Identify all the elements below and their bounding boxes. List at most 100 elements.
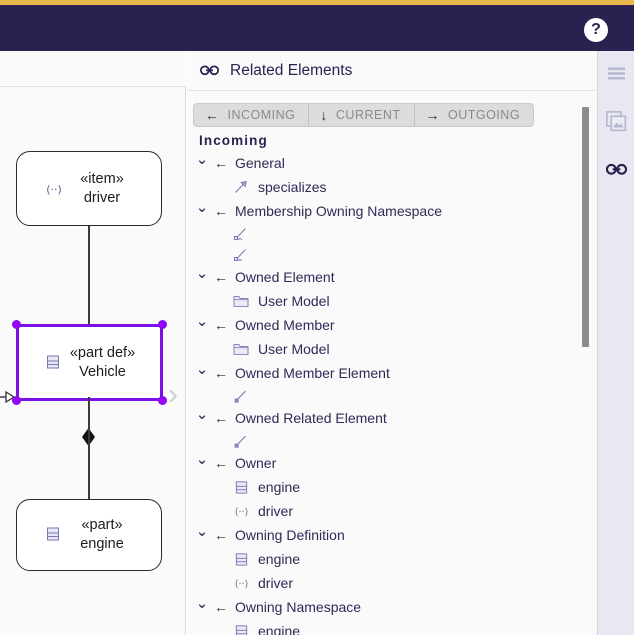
arrow-left-icon: ← <box>214 317 228 333</box>
chevron-down-icon[interactable]: ⌄ <box>195 312 209 330</box>
selection-edge-top <box>17 324 162 327</box>
chevron-down-icon[interactable]: ⌄ <box>195 264 209 282</box>
diagram-node-vehicle[interactable]: «part def» Vehicle <box>12 320 167 405</box>
node-name: Vehicle <box>79 363 126 380</box>
direction-tab-group: ← INCOMING ↓ CURRENT → OUTGOING <box>193 103 535 127</box>
tab-current-label: CURRENT <box>335 108 401 122</box>
diagram-node-driver-text: «item» driver <box>17 170 161 208</box>
tree-child-row[interactable]: specializes <box>193 175 597 199</box>
selection-edge-right <box>160 325 163 400</box>
folder-icon <box>231 342 251 356</box>
tree-group-label: Owned Member <box>235 317 335 333</box>
chevron-down-icon[interactable]: ⌄ <box>195 360 209 378</box>
membership-icon <box>231 247 251 263</box>
arrow-left-icon: ← <box>214 269 228 285</box>
tree-group-label: Owned Member Element <box>235 365 390 381</box>
node-name: driver <box>83 189 121 206</box>
tree-group-row[interactable]: ⌄ ← General <box>193 151 597 175</box>
tree-body: Incoming ⌄ ← General specializes ⌄←Membershi… <box>187 127 597 635</box>
related-elements-panel: Related Elements ← INCOMING ↓ CURRENT → … <box>187 51 598 635</box>
chevron-down-icon[interactable]: ⌄ <box>195 150 209 168</box>
connector-driver-vehicle <box>88 226 90 330</box>
specializes-icon <box>231 179 251 195</box>
arrow-left-icon: ← <box>214 365 228 381</box>
tree-child-row[interactable]: User Model <box>193 289 597 313</box>
part-icon <box>231 624 251 635</box>
diagram-node-engine[interactable]: «part» engine <box>16 499 162 571</box>
tree-group-label: Owned Related Element <box>235 410 387 426</box>
resize-handle-top-left[interactable] <box>12 320 21 329</box>
diagram-node-engine-text: «part» engine <box>17 516 161 554</box>
tree-child-row[interactable]: engine <box>193 619 597 635</box>
chevron-down-icon[interactable]: ⌄ <box>195 450 209 468</box>
tree-group-row[interactable]: ⌄ ← Owned Member Element <box>193 361 597 385</box>
tree-child-row[interactable]: engine <box>193 547 597 571</box>
diagram-toolbar <box>0 51 186 87</box>
tree-child-label: engine <box>258 479 301 495</box>
node-name: engine <box>80 536 124 552</box>
arrow-left-icon: ← <box>214 599 228 615</box>
tree-child-row[interactable]: User Model <box>193 337 597 361</box>
tree-child-label: driver <box>258 575 294 591</box>
link-icon <box>200 63 219 78</box>
tree-group-list: ⌄ ← General specializes ⌄←Membership Owning … <box>193 151 597 635</box>
arrow-left-icon: ← <box>214 527 228 543</box>
tree-group-row[interactable]: ⌄ ← Owned Related Element <box>193 406 597 430</box>
arrow-left-icon: ← <box>214 410 228 426</box>
hamburger-menu-icon[interactable] <box>598 51 634 95</box>
arrow-down-icon: ↓ <box>320 107 328 123</box>
related-elements-header: Related Elements <box>187 51 597 91</box>
chevron-down-icon[interactable]: ⌄ <box>195 522 209 540</box>
tree-child-row[interactable]: (··)driver <box>193 571 597 595</box>
tab-outgoing[interactable]: → OUTGOING <box>414 104 534 126</box>
tree-child-row[interactable]: engine <box>193 475 597 499</box>
tree-child-row[interactable] <box>193 244 597 265</box>
vertical-scrollbar-thumb[interactable] <box>582 107 589 347</box>
tab-current[interactable]: ↓ CURRENT <box>309 104 415 126</box>
tree-child-label: engine <box>258 551 301 567</box>
tree-child-label: specializes <box>258 179 327 195</box>
right-activity-rail <box>598 51 634 635</box>
chevron-right-icon[interactable]: › <box>168 378 178 411</box>
section-label-incoming: Incoming <box>199 133 268 148</box>
folder-icon <box>231 294 251 308</box>
link-icon[interactable] <box>598 147 634 191</box>
relation-icon <box>231 433 251 449</box>
images-icon[interactable] <box>598 99 634 143</box>
tree-group-label: Owning Namespace <box>235 599 362 615</box>
chevron-down-icon[interactable]: ⌄ <box>195 198 209 216</box>
help-icon[interactable]: ? <box>584 18 608 42</box>
port-icon: (··) <box>231 504 251 518</box>
diagram-canvas[interactable]: (··) «item» driver <box>0 87 185 635</box>
relation-icon <box>231 388 251 404</box>
resize-handle-bottom-left[interactable] <box>12 396 21 405</box>
selection-edge-left <box>16 325 19 400</box>
tree-child-row[interactable] <box>193 430 597 451</box>
resize-handle-top-right[interactable] <box>158 320 167 329</box>
incoming-arrow-marker <box>0 390 16 404</box>
tree-child-row[interactable] <box>193 223 597 244</box>
tab-incoming[interactable]: ← INCOMING <box>194 104 310 126</box>
tree-child-row[interactable]: (··)driver <box>193 499 597 523</box>
diagram-node-vehicle-text: «part def» Vehicle <box>17 344 162 382</box>
resize-handle-bottom-right[interactable] <box>158 396 167 405</box>
diagram-node-driver[interactable]: (··) «item» driver <box>16 151 162 226</box>
svg-text:(··): (··) <box>234 507 247 518</box>
tree-group-row[interactable]: ⌄←Owner <box>193 451 597 475</box>
tree-scroll-area[interactable]: ← INCOMING ↓ CURRENT → OUTGOING Incoming… <box>187 91 597 635</box>
node-stereotype: «part def» <box>69 344 136 361</box>
arrow-right-icon: → <box>425 107 440 123</box>
chevron-down-icon[interactable]: ⌄ <box>195 405 209 423</box>
tree-group-row[interactable]: ⌄←Owning Definition <box>193 523 597 547</box>
arrow-left-icon: ← <box>214 155 228 171</box>
tree-child-row[interactable] <box>193 385 597 406</box>
chevron-down-icon[interactable]: ⌄ <box>195 594 209 612</box>
tree-group-row[interactable]: ⌄←Membership Owning Namespace <box>193 199 597 223</box>
node-stereotype: «part» <box>81 517 123 533</box>
tree-group-row[interactable]: ⌄ ← Owned Member <box>193 313 597 337</box>
tree-group-row[interactable]: ⌄ ← Owning Namespace <box>193 595 597 619</box>
tree-group-label: General <box>235 155 285 171</box>
accent-strip <box>0 0 634 5</box>
tree-group-row[interactable]: ⌄ ← Owned Element <box>193 265 597 289</box>
tree-group-label: Owned Element <box>235 269 335 285</box>
